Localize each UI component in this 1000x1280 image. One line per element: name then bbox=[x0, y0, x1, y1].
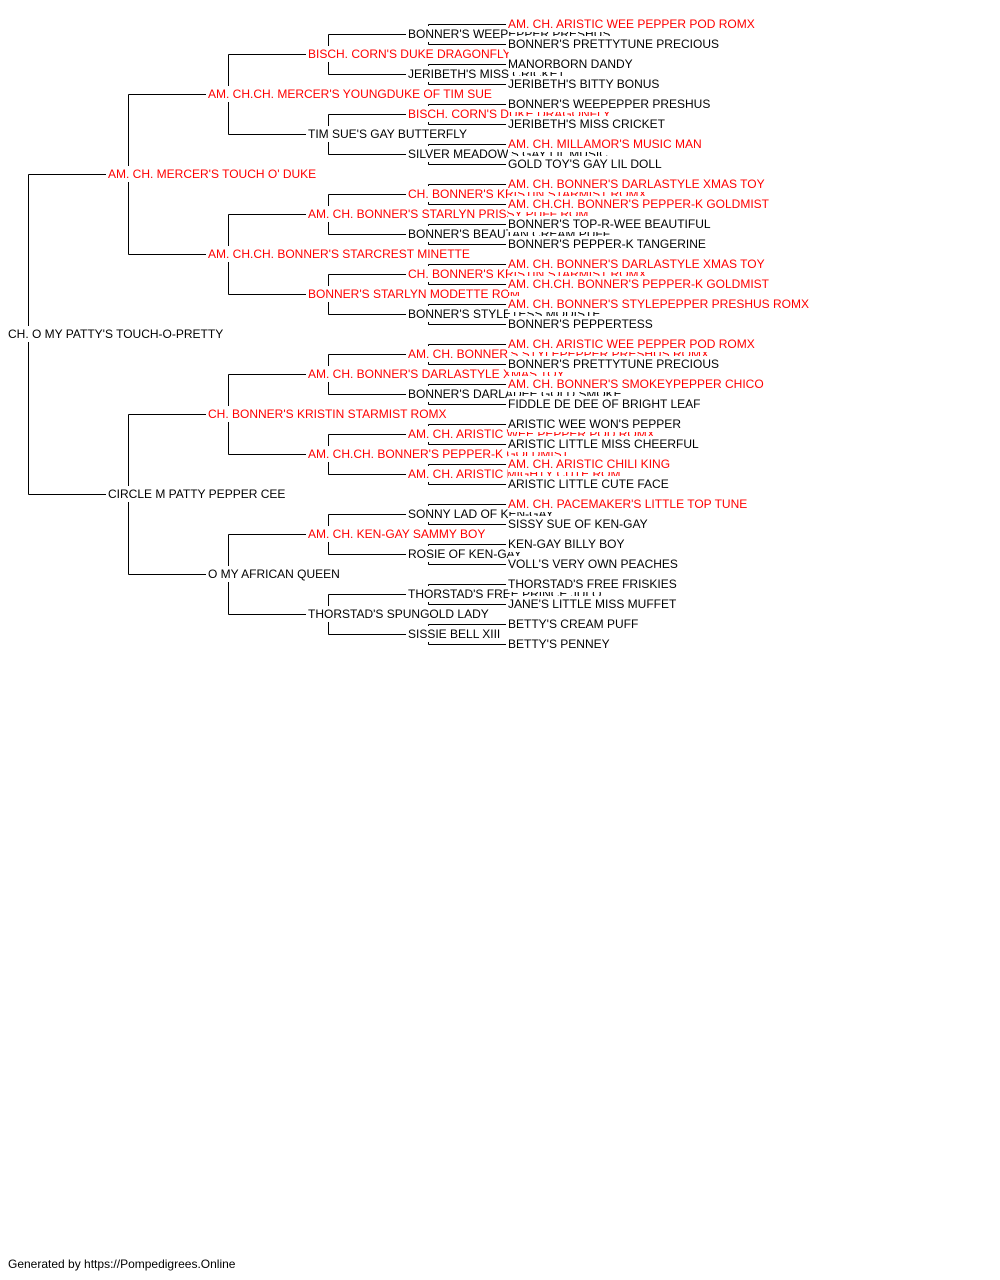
sire-name-gen-5[interactable]: ARISTIC WEE WON'S PEPPER bbox=[508, 416, 683, 432]
dam-name-gen-5[interactable]: AM. CH.CH. BONNER'S PEPPER-K GOLDMIST bbox=[508, 276, 771, 292]
dam-name-gen-5[interactable]: AM. CH.CH. BONNER'S PEPPER-K GOLDMIST bbox=[508, 196, 771, 212]
sire-name-gen-5[interactable]: AM. CH. BONNER'S SMOKEYPEPPER CHICO bbox=[508, 376, 766, 392]
sire-name-gen-5[interactable]: AM. CH. BONNER'S STYLEPEPPER PRESHUS ROM… bbox=[508, 296, 812, 312]
sire-name-gen-5[interactable]: AM. CH. MILLAMOR'S MUSIC MAN bbox=[508, 136, 704, 152]
dam-name-gen-3[interactable]: AM. CH.CH. BONNER'S PEPPER-K GOLDMIST bbox=[308, 446, 571, 462]
dam-name-gen-3[interactable]: BONNER'S STARLYN MODETTE ROM bbox=[308, 286, 522, 302]
dam-name-gen-5[interactable]: JERIBETH'S BITTY BONUS bbox=[508, 76, 662, 92]
dam-name-gen-3[interactable]: THORSTAD'S SPUNGOLD LADY bbox=[308, 606, 491, 622]
dam-name-gen-5[interactable]: BETTY'S PENNEY bbox=[508, 636, 612, 652]
dog-name-gen-0[interactable]: CH. O MY PATTY'S TOUCH-O-PRETTY bbox=[8, 326, 226, 342]
dam-name-gen-4[interactable]: SISSIE BELL XIII bbox=[408, 626, 503, 642]
sire-name-gen-5[interactable]: THORSTAD'S FREE FRISKIES bbox=[508, 576, 679, 592]
dam-name-gen-1[interactable]: CIRCLE M PATTY PEPPER CEE bbox=[108, 486, 288, 502]
sire-name-gen-2[interactable]: AM. CH.CH. MERCER'S YOUNGDUKE OF TIM SUE bbox=[208, 86, 494, 102]
sire-name-gen-3[interactable]: BISCH. CORN'S DUKE DRAGONFLY bbox=[308, 46, 513, 62]
dam-name-gen-3[interactable]: TIM SUE'S GAY BUTTERFLY bbox=[308, 126, 469, 142]
dam-name-gen-5[interactable]: JERIBETH'S MISS CRICKET bbox=[508, 116, 667, 132]
sire-name-gen-3[interactable]: AM. CH. KEN-GAY SAMMY BOY bbox=[308, 526, 488, 542]
dam-name-gen-4[interactable]: ROSIE OF KEN-GAY bbox=[408, 546, 524, 562]
sire-name-gen-5[interactable]: AM. CH. BONNER'S DARLASTYLE XMAS TOY bbox=[508, 176, 767, 192]
sire-name-gen-5[interactable]: BONNER'S TOP-R-WEE BEAUTIFUL bbox=[508, 216, 713, 232]
dam-name-gen-5[interactable]: BONNER'S PEPPERTESS bbox=[508, 316, 655, 332]
dam-name-gen-5[interactable]: GOLD TOY'S GAY LIL DOLL bbox=[508, 156, 664, 172]
sire-name-gen-3[interactable]: AM. CH. BONNER'S DARLASTYLE XMAS TOY bbox=[308, 366, 567, 382]
dam-name-gen-5[interactable]: JANE'S LITTLE MISS MUFFET bbox=[508, 596, 679, 612]
sire-name-gen-5[interactable]: BETTY'S CREAM PUFF bbox=[508, 616, 641, 632]
sire-name-gen-5[interactable]: KEN-GAY BILLY BOY bbox=[508, 536, 627, 552]
dam-name-gen-5[interactable]: SISSY SUE OF KEN-GAY bbox=[508, 516, 650, 532]
sire-name-gen-5[interactable]: AM. CH. ARISTIC CHILI KING bbox=[508, 456, 673, 472]
dam-name-gen-5[interactable]: VOLL'S VERY OWN PEACHES bbox=[508, 556, 680, 572]
dam-name-gen-5[interactable]: BONNER'S PRETTYTUNE PRECIOUS bbox=[508, 356, 721, 372]
dam-name-gen-5[interactable]: BONNER'S PRETTYTUNE PRECIOUS bbox=[508, 36, 721, 52]
sire-name-gen-5[interactable]: AM. CH. ARISTIC WEE PEPPER POD ROMX bbox=[508, 336, 757, 352]
sire-name-gen-1[interactable]: AM. CH. MERCER'S TOUCH O' DUKE bbox=[108, 166, 319, 182]
dam-name-gen-2[interactable]: AM. CH.CH. BONNER'S STARCREST MINETTE bbox=[208, 246, 472, 262]
sire-name-gen-5[interactable]: AM. CH. ARISTIC WEE PEPPER POD ROMX bbox=[508, 16, 757, 32]
sire-name-gen-5[interactable]: BONNER'S WEEPEPPER PRESHUS bbox=[508, 96, 713, 112]
dam-name-gen-2[interactable]: O MY AFRICAN QUEEN bbox=[208, 566, 342, 582]
sire-name-gen-5[interactable]: AM. CH. BONNER'S DARLASTYLE XMAS TOY bbox=[508, 256, 767, 272]
sire-name-gen-5[interactable]: MANORBORN DANDY bbox=[508, 56, 635, 72]
sire-name-gen-5[interactable]: AM. CH. PACEMAKER'S LITTLE TOP TUNE bbox=[508, 496, 750, 512]
dam-name-gen-5[interactable]: FIDDLE DE DEE OF BRIGHT LEAF bbox=[508, 396, 703, 412]
generated-by-footer[interactable]: Generated by https://Pompedigrees.Online bbox=[8, 1257, 236, 1271]
sire-name-gen-2[interactable]: CH. BONNER'S KRISTIN STARMIST ROMX bbox=[208, 406, 449, 422]
dam-name-gen-5[interactable]: ARISTIC LITTLE MISS CHEERFUL bbox=[508, 436, 701, 452]
dam-name-gen-5[interactable]: ARISTIC LITTLE CUTE FACE bbox=[508, 476, 671, 492]
dam-name-gen-5[interactable]: BONNER'S PEPPER-K TANGERINE bbox=[508, 236, 708, 252]
